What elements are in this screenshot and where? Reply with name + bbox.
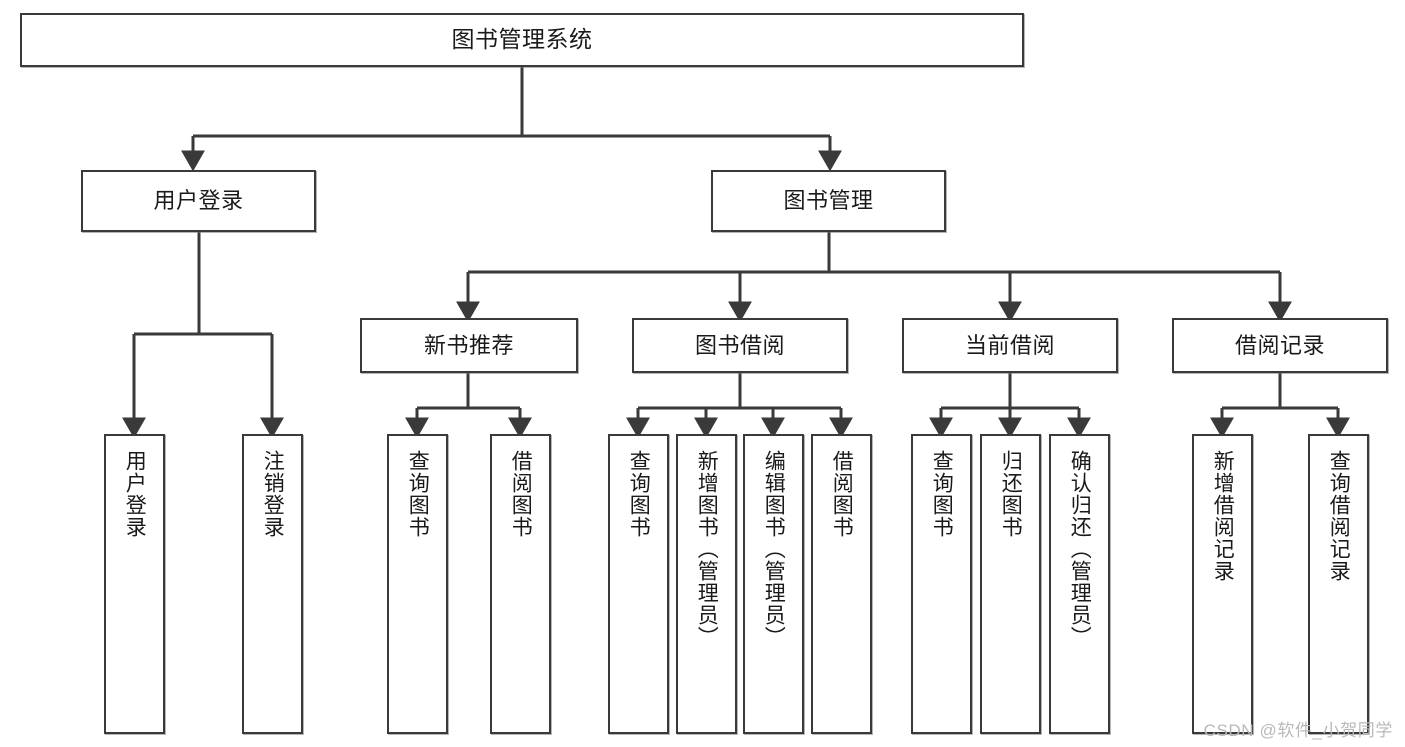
node-label: 图书借阅 [694, 332, 785, 358]
node-leaf-user-login[interactable]: 用户登录 [104, 434, 165, 734]
node-label: 注销登录 [261, 450, 285, 538]
node-leaf-return-book[interactable]: 归还图书 [980, 434, 1041, 734]
node-label: 图书管理 [783, 188, 874, 214]
node-leaf-borrow-book-borrow[interactable]: 借阅图书 [811, 434, 872, 734]
node-leaf-query-borrow-record[interactable]: 查询借阅记录 [1308, 434, 1369, 734]
node-leaf-query-book-borrow[interactable]: 查询图书 [608, 434, 669, 734]
node-label: 确认归还（管理员） [1068, 450, 1092, 648]
node-label: 查询图书 [406, 450, 430, 538]
node-label: 新增借阅记录 [1211, 450, 1235, 582]
node-label: 查询借阅记录 [1327, 450, 1351, 582]
node-book-management[interactable]: 图书管理 [711, 170, 946, 232]
node-label: 查询图书 [627, 450, 651, 538]
node-label: 用户登录 [153, 188, 244, 214]
node-label: 图书管理系统 [451, 26, 593, 53]
node-label: 用户登录 [123, 450, 147, 538]
node-label: 新书推荐 [423, 332, 514, 358]
node-label: 借阅图书 [509, 450, 533, 538]
node-user-login[interactable]: 用户登录 [81, 170, 316, 232]
node-leaf-borrow-book-recommend[interactable]: 借阅图书 [490, 434, 551, 734]
node-leaf-logout-login[interactable]: 注销登录 [242, 434, 303, 734]
node-current-borrow[interactable]: 当前借阅 [902, 318, 1118, 373]
node-label: 新增图书（管理员） [695, 450, 719, 648]
node-leaf-query-book-current[interactable]: 查询图书 [911, 434, 972, 734]
node-leaf-edit-book-admin[interactable]: 编辑图书（管理员） [743, 434, 804, 734]
node-label: 借阅记录 [1234, 332, 1325, 358]
node-root-book-management-system[interactable]: 图书管理系统 [20, 13, 1024, 67]
node-borrow-record[interactable]: 借阅记录 [1172, 318, 1388, 373]
node-leaf-add-borrow-record[interactable]: 新增借阅记录 [1192, 434, 1253, 734]
node-leaf-confirm-return-admin[interactable]: 确认归还（管理员） [1049, 434, 1110, 734]
node-label: 编辑图书（管理员） [762, 450, 786, 648]
node-new-book-recommend[interactable]: 新书推荐 [360, 318, 578, 373]
node-label: 查询图书 [930, 450, 954, 538]
csdn-watermark: CSDN @软件_小贺同学 [1203, 721, 1393, 740]
node-label: 归还图书 [999, 450, 1023, 538]
node-label: 当前借阅 [964, 332, 1055, 358]
node-leaf-query-book-recommend[interactable]: 查询图书 [387, 434, 448, 734]
node-book-borrow[interactable]: 图书借阅 [632, 318, 848, 373]
node-leaf-add-book-admin[interactable]: 新增图书（管理员） [676, 434, 737, 734]
node-label: 借阅图书 [830, 450, 854, 538]
